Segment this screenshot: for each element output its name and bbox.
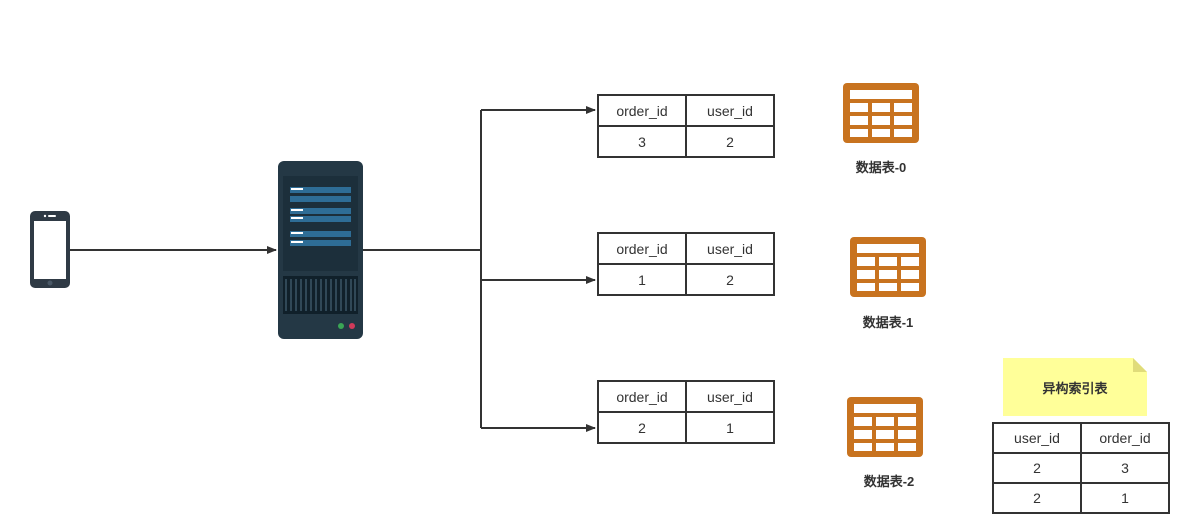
smartphone-icon xyxy=(30,211,70,288)
index-table: user_id order_id 2 3 2 1 xyxy=(992,422,1170,514)
data-cell: 2 xyxy=(992,452,1082,484)
shard-table-1: order_id user_id 1 2 xyxy=(597,232,775,296)
shard-table-2: order_id user_id 2 1 xyxy=(597,380,775,444)
data-cell: 1 xyxy=(597,263,687,296)
index-table-note: 异构索引表 xyxy=(1042,380,1108,396)
data-cell: 1 xyxy=(1080,482,1170,514)
data-cell: 2 xyxy=(685,125,775,158)
shard-label-0: 数据表-0 xyxy=(855,160,907,175)
server-icon xyxy=(278,161,363,339)
header-cell: order_id xyxy=(597,380,687,413)
shard-label-1: 数据表-1 xyxy=(862,315,914,330)
data-cell: 2 xyxy=(685,263,775,296)
data-cell: 3 xyxy=(1080,452,1170,484)
data-cell: 2 xyxy=(597,411,687,444)
data-cell: 1 xyxy=(685,411,775,444)
connector-server-shards xyxy=(363,106,596,432)
table-icon xyxy=(850,237,926,297)
sticky-note-shape xyxy=(1003,358,1147,416)
table-icon xyxy=(847,397,923,457)
header-cell: user_id xyxy=(992,422,1082,454)
shard-table-0: order_id user_id 3 2 xyxy=(597,94,775,158)
table-icon xyxy=(843,83,919,143)
shard-label-2: 数据表-2 xyxy=(863,474,915,489)
header-cell: order_id xyxy=(597,94,687,127)
header-cell: user_id xyxy=(685,94,775,127)
data-cell: 2 xyxy=(992,482,1082,514)
data-cell: 3 xyxy=(597,125,687,158)
header-cell: order_id xyxy=(1080,422,1170,454)
header-cell: order_id xyxy=(597,232,687,265)
header-cell: user_id xyxy=(685,380,775,413)
header-cell: user_id xyxy=(685,232,775,265)
